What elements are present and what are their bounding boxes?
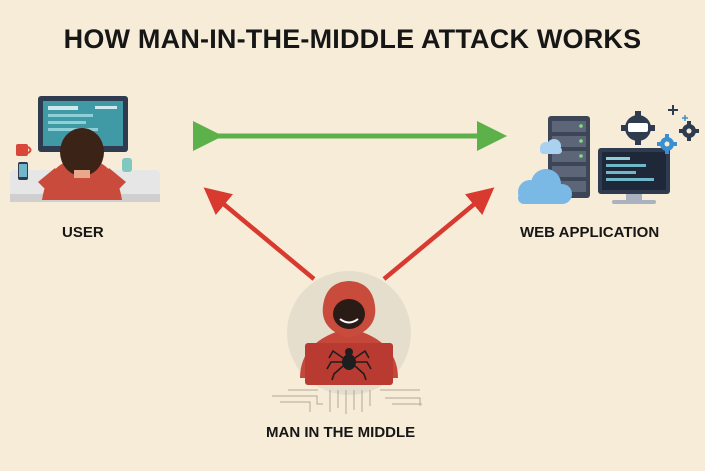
intercept-arrow-to-user [203,187,316,281]
diagram-title: HOW MAN-IN-THE-MIDDLE ATTACK WORKS [63,24,642,54]
intercept-arrow-to-web-app [382,187,495,281]
server-cloud-icon [518,105,699,204]
web-application-label: WEB APPLICATION [520,224,660,241]
user-at-computer-icon [10,96,160,202]
user-label: USER [62,224,104,241]
hacker-icon [272,271,422,414]
man-in-the-middle-label: MAN IN THE MIDDLE [266,424,416,441]
